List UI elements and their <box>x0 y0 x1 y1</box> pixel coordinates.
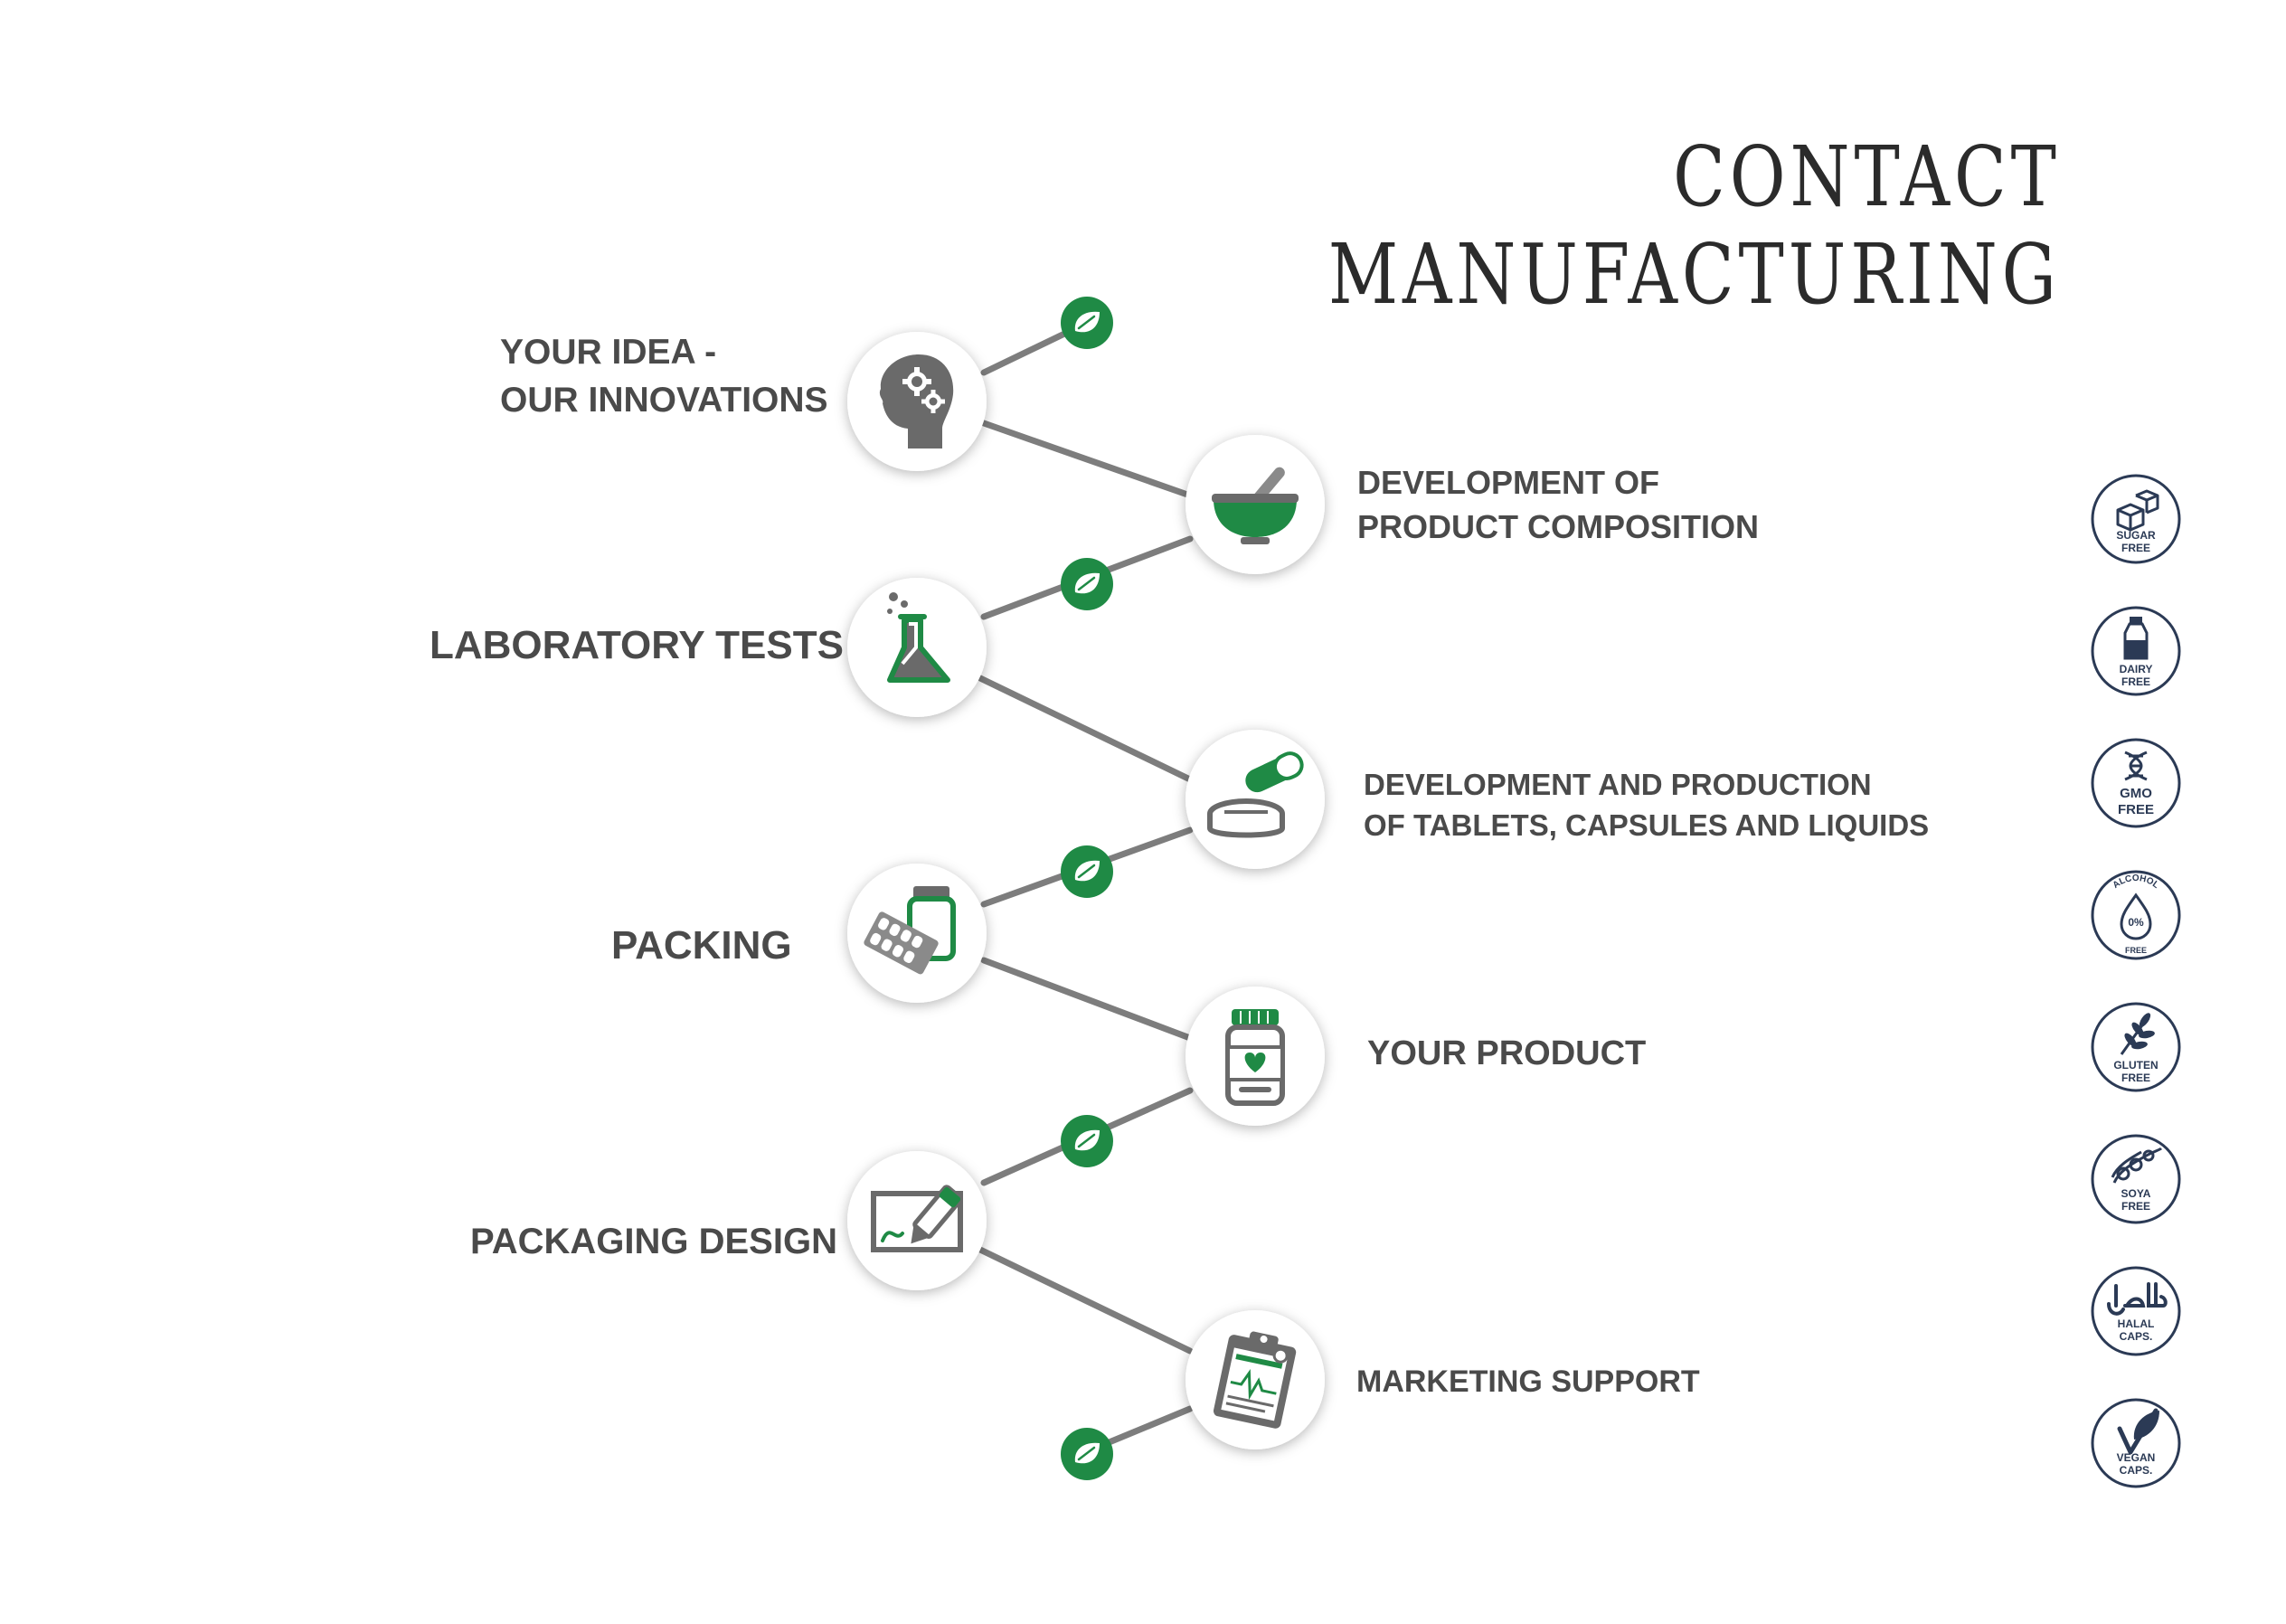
step-label-line: YOUR PRODUCT <box>1367 1034 1647 1072</box>
leaf-node-icon <box>1061 558 1113 610</box>
step-node-product <box>1186 987 1325 1126</box>
step-node-laboratory <box>847 578 987 717</box>
step-label-line: DEVELOPMENT OF <box>1357 464 1660 501</box>
design-frame-pen-icon <box>871 1185 963 1252</box>
mortar-pestle-icon <box>1212 467 1299 544</box>
bottle-heart-icon <box>1225 1009 1285 1106</box>
leaf-node-icon <box>1061 1115 1113 1167</box>
badge-line-2: FREE <box>2121 1072 2150 1084</box>
step-label-line: PACKAGING DESIGN <box>470 1222 837 1261</box>
flask-icon <box>887 592 950 683</box>
bottle-blister-icon <box>864 886 956 975</box>
badge-dairy-free: DAIRY FREE <box>2091 606 2181 696</box>
step-label-product: YOUR PRODUCT <box>1367 1031 1646 1077</box>
step-node-packaging-design <box>847 1151 987 1290</box>
step-label-packing: PACKING <box>611 919 792 972</box>
badge-line-2: FREE <box>2118 802 2154 817</box>
leaf-check-icon <box>2117 1408 2159 1455</box>
page-title-line-2: MANUFACTURING <box>1327 226 2061 323</box>
step-label-line: PACKING <box>611 923 792 968</box>
step-label-laboratory: LABORATORY TESTS <box>430 618 844 672</box>
step-label-line: OF TABLETS, CAPSULES AND LIQUIDS <box>1364 807 1930 842</box>
step-label-line: DEVELOPMENT AND PRODUCTION <box>1364 768 1872 801</box>
badge-sugar-free: SUGAR FREE <box>2091 474 2181 564</box>
badge-soya-free: SOYA FREE <box>2091 1134 2181 1224</box>
page-title-line-1: CONTACT <box>1673 128 2061 225</box>
connector-line <box>977 675 1194 783</box>
step-label-line: PRODUCT COMPOSITION <box>1357 507 1760 545</box>
badge-halal-caps: HALAL CAPS. <box>2091 1266 2181 1356</box>
badge-line-1: HALAL <box>2118 1317 2155 1330</box>
badge-bottom: FREE <box>2125 946 2147 955</box>
step-label-line: MARKETING SUPPORT <box>1356 1364 1700 1399</box>
halal-script-icon <box>2107 1282 2168 1316</box>
milk-bottle-icon <box>2123 617 2149 660</box>
leaf-node-icon <box>1061 1428 1113 1480</box>
tablet-capsule-icon <box>1207 751 1304 838</box>
badge-line-2: FREE <box>2121 675 2150 688</box>
wheat-icon <box>2120 1013 2155 1055</box>
connector-line <box>977 1246 1194 1355</box>
drop-icon <box>2120 892 2152 940</box>
step-label-marketing: MARKETING SUPPORT <box>1356 1362 1700 1403</box>
step-label-line: OUR INNOVATIONS <box>500 380 828 420</box>
step-label-composition: DEVELOPMENT OF PRODUCT COMPOSITION <box>1357 461 1759 549</box>
badge-line-1: GLUTEN <box>2113 1059 2158 1072</box>
step-node-packing <box>847 864 987 1003</box>
step-node-idea <box>847 332 987 471</box>
step-label-line: YOUR IDEA - <box>500 333 717 372</box>
badge-line-1: DAIRY <box>2120 663 2153 675</box>
badge-line-2: CAPS. <box>2120 1464 2153 1477</box>
badge-line-1: GMO <box>2120 786 2152 801</box>
badge-line-2: FREE <box>2121 1200 2150 1213</box>
leaf-node-icon <box>1061 297 1113 349</box>
dna-icon <box>2124 751 2148 781</box>
leaf-nodes <box>1061 297 1113 1480</box>
badge-gmo-free: GMO FREE <box>2091 738 2181 828</box>
badge-alcohol-free: ALCOHOL 0% FREE <box>2091 870 2181 960</box>
step-node-marketing <box>1186 1310 1325 1449</box>
step-node-production <box>1186 730 1325 869</box>
step-node-composition <box>1186 435 1325 574</box>
badge-center: 0% <box>2128 916 2144 929</box>
badge-gluten-free: GLUTEN FREE <box>2091 1002 2181 1092</box>
clipboard-chart-icon <box>1213 1331 1297 1429</box>
head-gears-icon <box>879 354 954 448</box>
badge-line-2: CAPS. <box>2120 1330 2153 1343</box>
certification-badges: SUGAR FREE DAIRY FREE <box>2091 474 2181 1488</box>
connector-line <box>980 957 1194 1042</box>
badge-line-1: VEGAN <box>2117 1451 2156 1464</box>
step-label-production: DEVELOPMENT AND PRODUCTION OF TABLETS, C… <box>1364 765 1929 845</box>
badge-line-1: SUGAR <box>2116 529 2156 542</box>
step-label-line: LABORATORY TESTS <box>430 623 844 667</box>
connector-line <box>980 420 1194 499</box>
leaf-node-icon <box>1061 845 1113 898</box>
sugar-cubes-icon <box>2116 489 2159 532</box>
step-label-packaging-design: PACKAGING DESIGN <box>470 1217 837 1266</box>
badge-vegan-caps: VEGAN CAPS. <box>2091 1398 2181 1488</box>
badge-line-1: SOYA <box>2121 1187 2151 1200</box>
step-label-idea: YOUR IDEA - OUR INNOVATIONS <box>500 329 828 424</box>
badge-line-2: FREE <box>2121 542 2150 554</box>
soy-pod-icon <box>2111 1147 2163 1184</box>
